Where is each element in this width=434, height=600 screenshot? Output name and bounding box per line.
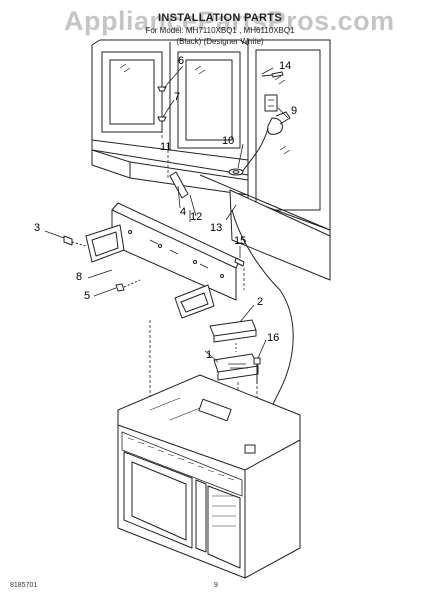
callout-16: 16 xyxy=(267,332,280,344)
upper-cabinets xyxy=(91,39,331,281)
diagram-title: INSTALLATION PARTS xyxy=(158,12,282,24)
callout-13: 13 xyxy=(210,222,223,234)
callout-11: 11 xyxy=(160,141,172,153)
leader-lines xyxy=(44,65,289,363)
page-number: 9 xyxy=(214,582,218,589)
callout-7: 7 xyxy=(174,91,181,103)
callout-8: 8 xyxy=(76,271,83,283)
microwave-oven xyxy=(117,374,301,579)
screws xyxy=(63,71,284,292)
callout-15: 15 xyxy=(234,235,247,247)
callout-3: 3 xyxy=(34,222,41,234)
callout-4: 4 xyxy=(180,206,187,218)
callout-2: 2 xyxy=(257,296,264,308)
callout-1: 1 xyxy=(206,349,213,361)
callout-10: 10 xyxy=(222,135,235,147)
mounting-plate xyxy=(85,202,245,400)
toggle-bolts xyxy=(157,86,169,180)
part-code: 8185701 xyxy=(10,582,38,589)
callout-14: 14 xyxy=(279,60,292,72)
callout-9: 9 xyxy=(291,105,298,117)
finish-list: (Black) (Designer White) xyxy=(176,37,264,46)
damper-parts xyxy=(209,319,259,405)
callout-12: 12 xyxy=(190,211,203,223)
grommet xyxy=(228,168,244,176)
callout-5: 5 xyxy=(84,290,91,302)
callout-6: 6 xyxy=(178,55,185,67)
bracket-clip xyxy=(169,171,189,199)
model-list: For Model: MH7110XBQ1 , MH6110XBQ1 xyxy=(145,26,295,35)
